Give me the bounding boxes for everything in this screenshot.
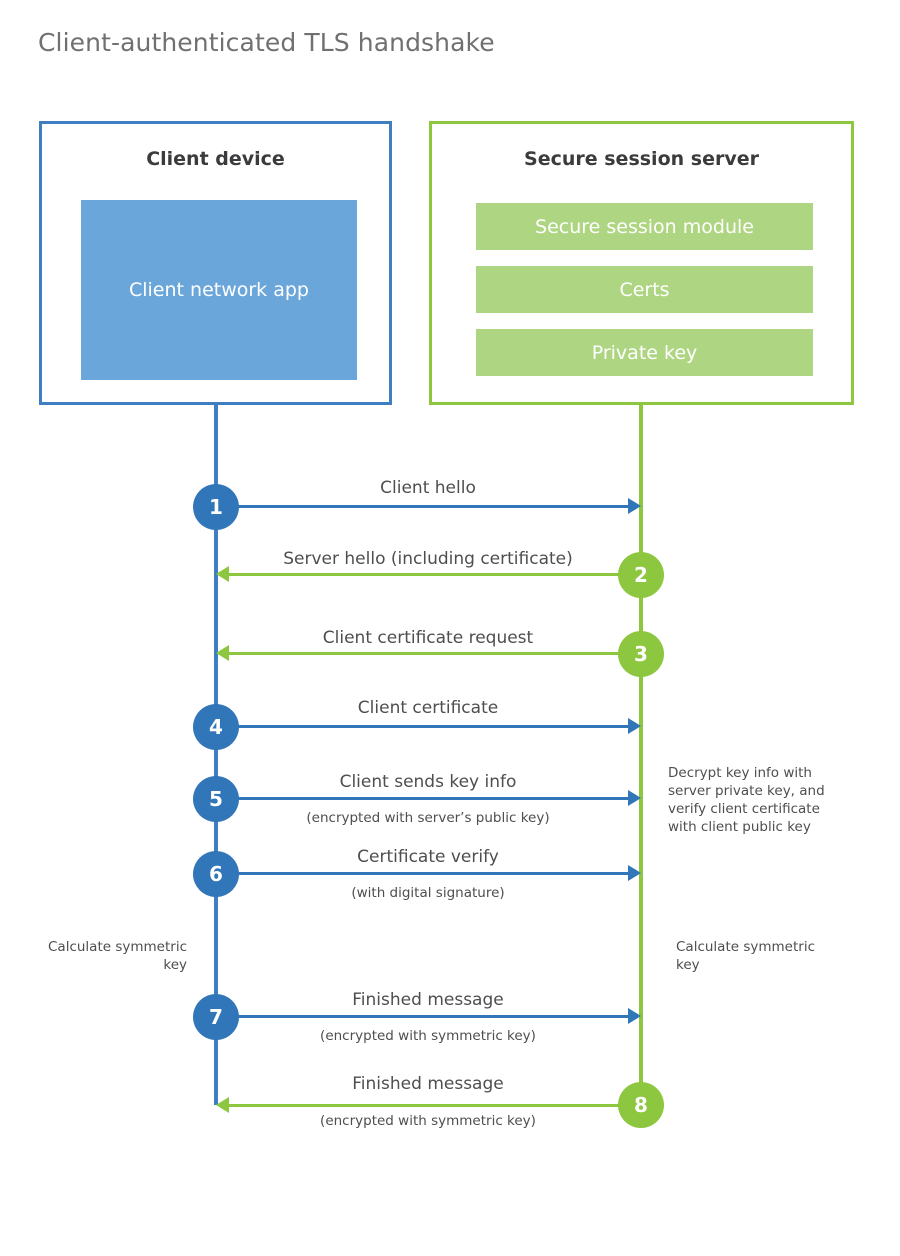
client-calculate-symmetric-key-note: Calculate symmetric key xyxy=(48,939,187,973)
step-6-marker[interactable]: 6 xyxy=(193,851,239,897)
step-1-arrow-line xyxy=(216,505,628,508)
step-5-marker[interactable]: 5 xyxy=(193,776,239,822)
step-7-arrow-head-icon xyxy=(628,1008,641,1024)
client-network-app-block: Client network app xyxy=(81,200,357,380)
client-device-title: Client device xyxy=(146,148,285,170)
step-1-arrow-head-icon xyxy=(628,498,641,514)
step-4-label: Client certificate xyxy=(357,698,499,718)
secure-session-module-block: Secure session module xyxy=(476,203,813,250)
step-7-label: Finished message xyxy=(352,990,504,1010)
step-2-marker[interactable]: 2 xyxy=(618,552,664,598)
step-6-sublabel: (with digital signature) xyxy=(351,885,505,901)
server-calculate-symmetric-key-note: Calculate symmetric key xyxy=(676,939,815,973)
step-7-arrow-line xyxy=(216,1015,628,1018)
step-2-label: Server hello (including certificate) xyxy=(283,549,573,569)
step-1-marker[interactable]: 1 xyxy=(193,484,239,530)
client-lifeline xyxy=(214,405,218,1105)
step-2-arrow-head-icon xyxy=(216,566,229,582)
step-8-sublabel: (encrypted with symmetric key) xyxy=(320,1113,536,1129)
server-decrypt-note: Decrypt key info with server private key… xyxy=(668,765,825,835)
step-5-arrow-line xyxy=(216,797,628,800)
step-8-arrow-line xyxy=(229,1104,641,1107)
client-device-box: Client device Client network app xyxy=(39,121,392,405)
certs-block: Certs xyxy=(476,266,813,313)
step-3-marker[interactable]: 3 xyxy=(618,631,664,677)
step-7-marker[interactable]: 7 xyxy=(193,994,239,1040)
step-8-arrow-head-icon xyxy=(216,1097,229,1113)
secure-session-server-box: Secure session server Secure session mod… xyxy=(429,121,854,405)
private-key-block: Private key xyxy=(476,329,813,376)
step-6-arrow-head-icon xyxy=(628,865,641,881)
step-1-label: Client hello xyxy=(380,478,476,498)
step-4-arrow-head-icon xyxy=(628,718,641,734)
step-6-arrow-line xyxy=(216,872,628,875)
secure-session-server-title: Secure session server xyxy=(524,148,759,170)
step-5-sublabel: (encrypted with server’s public key) xyxy=(306,810,550,826)
step-5-label: Client sends key info xyxy=(339,772,517,792)
step-4-arrow-line xyxy=(216,725,628,728)
step-4-marker[interactable]: 4 xyxy=(193,704,239,750)
step-3-arrow-head-icon xyxy=(216,645,229,661)
step-3-arrow-line xyxy=(229,652,641,655)
step-5-arrow-head-icon xyxy=(628,790,641,806)
step-7-sublabel: (encrypted with symmetric key) xyxy=(320,1028,536,1044)
step-6-label: Certificate verify xyxy=(357,847,499,867)
step-3-label: Client certificate request xyxy=(322,628,534,648)
step-2-arrow-line xyxy=(229,573,641,576)
step-8-label: Finished message xyxy=(352,1074,504,1094)
page-title: Client-authenticated TLS handshake xyxy=(38,28,495,57)
server-lifeline xyxy=(639,405,643,1105)
step-8-marker[interactable]: 8 xyxy=(618,1082,664,1128)
